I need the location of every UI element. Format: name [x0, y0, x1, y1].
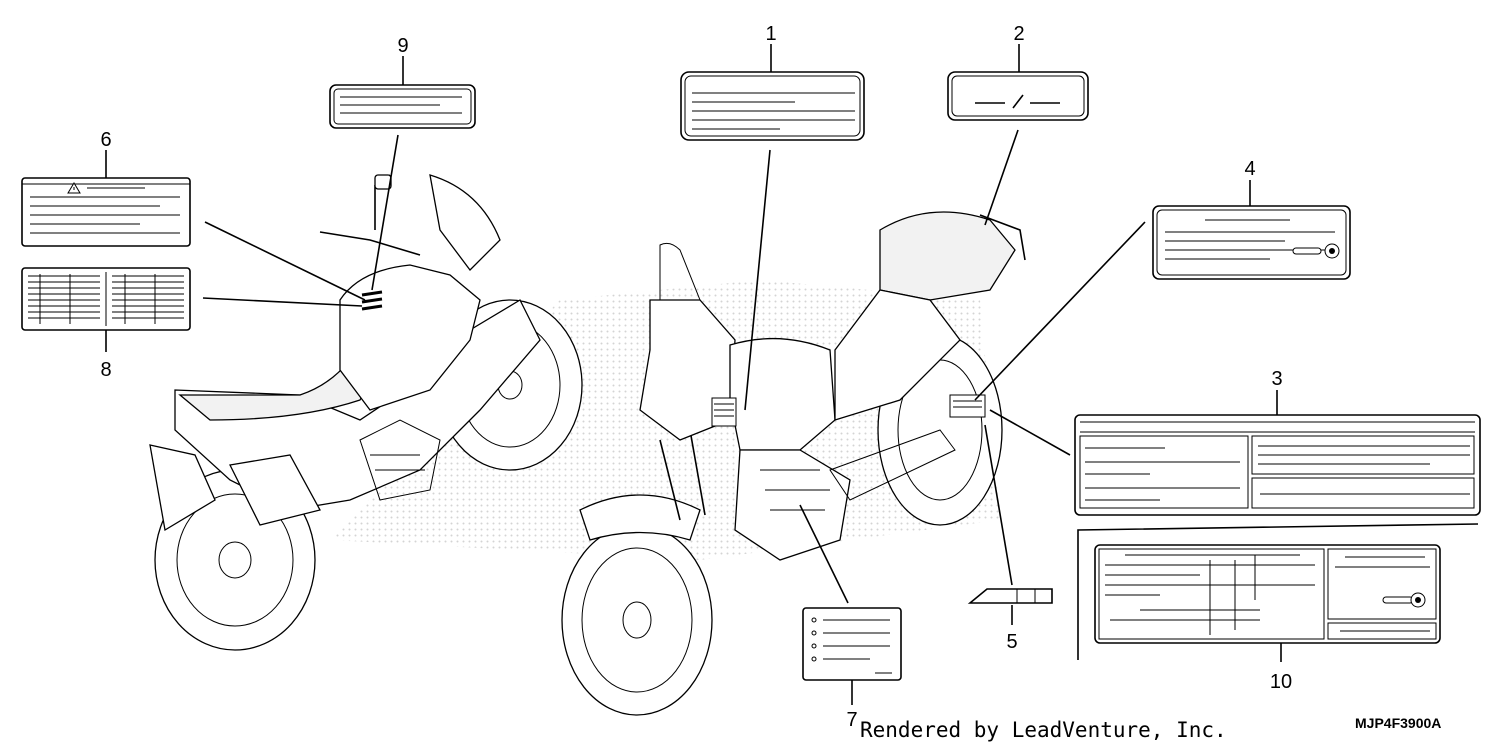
callout-8: 8	[100, 359, 111, 381]
motorcycle-front-view	[561, 211, 1026, 716]
callout-6: 6	[100, 129, 111, 151]
label-7-box	[802, 607, 902, 681]
label-5-tag	[967, 588, 1053, 604]
leader-line-9	[371, 134, 399, 291]
callout-5: 5	[1006, 631, 1017, 653]
callout-3: 3	[1271, 368, 1282, 390]
diagram-code: MJP4F3900A	[1355, 715, 1441, 731]
leader-line-2	[984, 129, 1019, 226]
wrench-icon	[1382, 592, 1426, 608]
callout-7: 7	[846, 709, 857, 731]
callout-1: 1	[765, 23, 776, 45]
leader-line-6	[204, 221, 366, 301]
label-8-box	[21, 267, 191, 331]
label-6-box	[21, 177, 191, 247]
tank-label-marks	[361, 290, 383, 311]
motorcycle-rear-view	[149, 174, 583, 651]
wrench-icon	[1292, 243, 1340, 259]
label-3-box	[1074, 414, 1481, 516]
callout-4: 4	[1244, 158, 1255, 180]
leader-line-4	[974, 221, 1146, 401]
callout-9: 9	[397, 35, 408, 57]
leader-line-1	[744, 149, 771, 411]
label-2-box	[947, 71, 1089, 121]
leader-line-7	[799, 504, 849, 604]
callout-2: 2	[1013, 23, 1024, 45]
render-credit: Rendered by LeadVenture, Inc.	[860, 718, 1227, 742]
leader-line-8	[202, 297, 363, 307]
label-10-group	[1077, 523, 1479, 660]
leader-line-3	[989, 409, 1071, 456]
label-1-box	[680, 71, 865, 141]
label-9-box	[329, 84, 476, 129]
leader-line-5	[984, 424, 1013, 586]
callout-10: 10	[1270, 671, 1292, 693]
label-4-box	[1152, 205, 1351, 280]
